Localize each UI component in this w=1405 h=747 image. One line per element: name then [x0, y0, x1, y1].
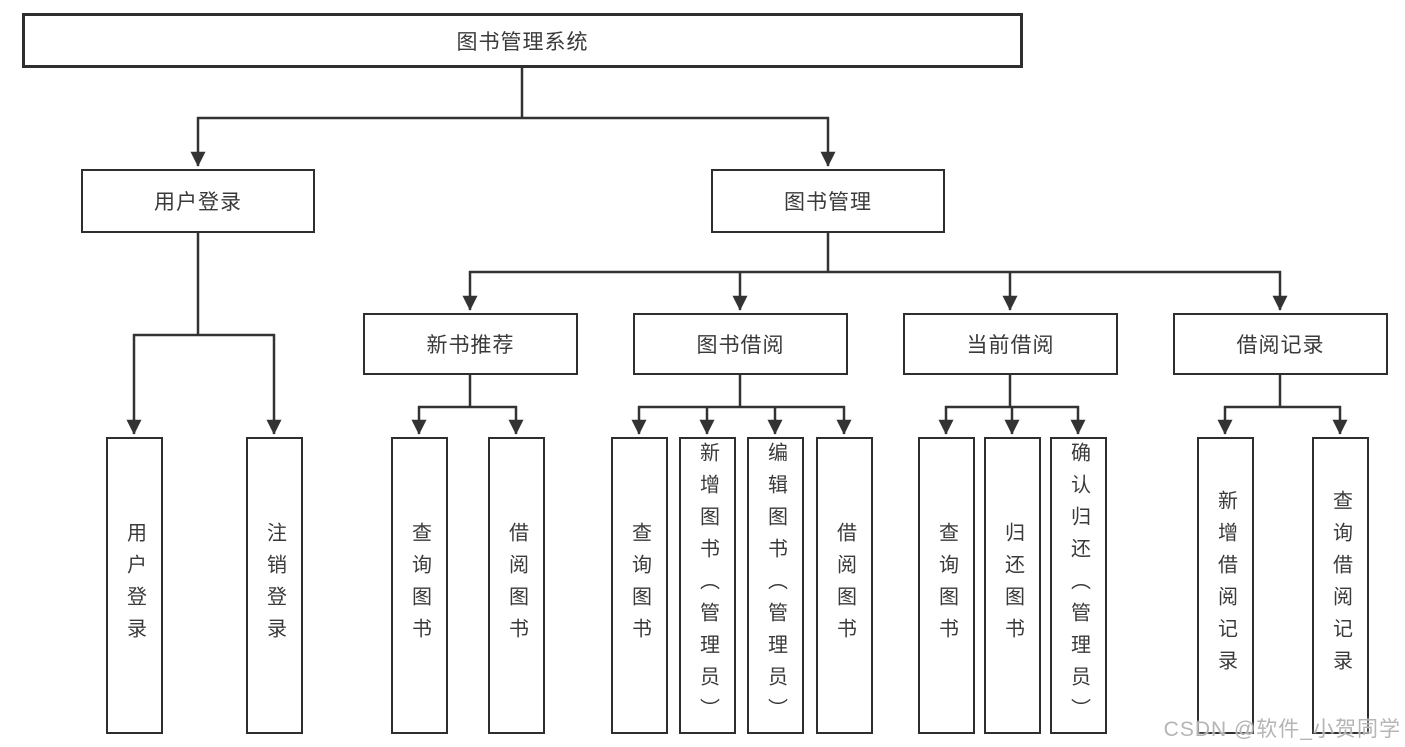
leaf-label: 查询借阅记录 [1329, 489, 1352, 682]
node-label: 图书管理系统 [456, 30, 589, 54]
leaf-label: 编辑图书（管理员） [764, 441, 787, 730]
leaf-label: 确认归还（管理员） [1067, 441, 1090, 730]
node-label: 新书推荐 [426, 334, 515, 357]
leaf-logout: 注销登录 [246, 437, 303, 734]
leaf-add-books-admin: 新增图书（管理员） [679, 437, 736, 734]
leaf-query-books-borrowing: 查询图书 [611, 437, 668, 734]
leaf-label: 借阅图书 [833, 521, 856, 650]
leaf-label: 用户登录 [123, 521, 146, 650]
node-label: 图书借阅 [696, 334, 785, 357]
node-borrowing-records: 借阅记录 [1173, 313, 1388, 375]
leaf-label: 借阅图书 [505, 521, 528, 650]
leaf-add-borrow-record: 新增借阅记录 [1197, 437, 1254, 734]
leaf-query-books-recommend: 查询图书 [391, 437, 448, 734]
node-label: 当前借阅 [966, 334, 1055, 357]
node-book-management: 图书管理 [711, 169, 945, 233]
node-current-borrowing: 当前借阅 [903, 313, 1118, 375]
node-library-management-system: 图书管理系统 [22, 13, 1023, 68]
leaf-edit-books-admin: 编辑图书（管理员） [747, 437, 804, 734]
node-new-book-recommend: 新书推荐 [363, 313, 578, 375]
leaf-query-borrow-record: 查询借阅记录 [1312, 437, 1369, 734]
leaf-confirm-return-admin: 确认归还（管理员） [1050, 437, 1107, 734]
leaf-query-books-current: 查询图书 [918, 437, 975, 734]
leaf-label: 归还图书 [1001, 521, 1024, 650]
leaf-label: 查询图书 [628, 521, 651, 650]
leaf-label: 查询图书 [935, 521, 958, 650]
node-user-login: 用户登录 [81, 169, 315, 233]
leaf-label: 新增图书（管理员） [696, 441, 719, 730]
node-book-borrowing: 图书借阅 [633, 313, 848, 375]
leaf-borrow-books-recommend: 借阅图书 [488, 437, 545, 734]
node-label: 用户登录 [154, 191, 242, 214]
node-label: 借阅记录 [1236, 334, 1325, 357]
leaf-user-login: 用户登录 [106, 437, 163, 734]
leaf-borrow-books: 借阅图书 [816, 437, 873, 734]
leaf-label: 新增借阅记录 [1214, 489, 1237, 682]
leaf-return-books: 归还图书 [984, 437, 1041, 734]
leaf-label: 查询图书 [408, 521, 431, 650]
node-label: 图书管理 [784, 191, 872, 214]
leaf-label: 注销登录 [263, 521, 286, 650]
csdn-watermark: CSDN @软件_小贺同学 [1163, 718, 1401, 741]
